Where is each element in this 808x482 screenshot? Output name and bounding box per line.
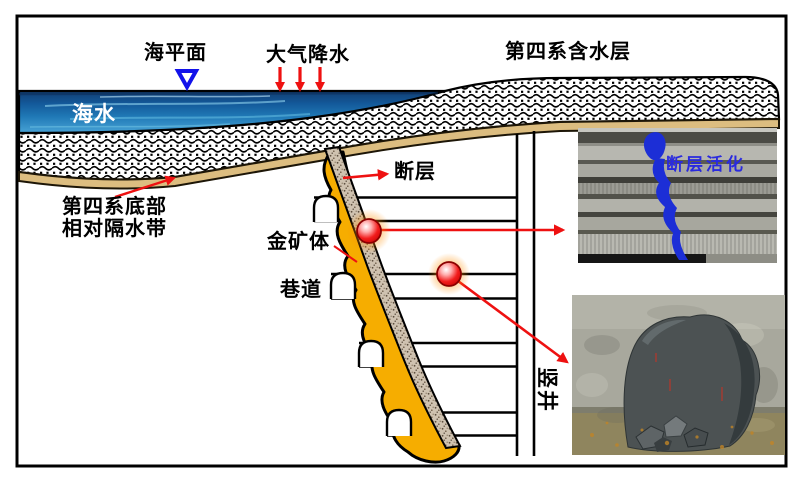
water-inrush-point — [356, 218, 382, 244]
shaft-label: 竖井 — [535, 367, 558, 413]
shaft-lines — [515, 131, 536, 456]
fault-activation-label: 断层活化 — [666, 155, 746, 174]
sea-level-marker-icon — [174, 69, 200, 92]
aquitard-label: 第四系底部 相对隔水带 — [62, 196, 167, 240]
sea-water-body — [17, 89, 446, 135]
tunnel-portal — [385, 408, 413, 436]
rain-arrows-icon — [275, 67, 325, 92]
tunnel-portals — [312, 194, 413, 436]
tunnel-portal — [357, 339, 385, 367]
ore-label-pointer — [333, 245, 358, 263]
callout-arrow-to-photo-inset — [457, 279, 569, 364]
tunnel-label: 巷道 — [280, 279, 322, 301]
gold-ore-body-label: 金矿体 — [267, 231, 330, 253]
inset-fault-activation-image: 断层活化 — [578, 128, 777, 263]
inset-water-inrush-photo — [572, 295, 785, 455]
inrush-rock-mass — [623, 314, 760, 452]
aquitard-label-line2: 相对隔水带 — [62, 218, 167, 240]
sea-water-label: 海水 — [72, 103, 116, 126]
quaternary-aquifer-label: 第四系含水层 — [505, 41, 631, 63]
aquitard-label-line1: 第四系底部 — [62, 196, 167, 218]
fault-label: 断层 — [394, 161, 436, 183]
tunnel-portal — [329, 271, 357, 299]
callout-arrows — [114, 169, 569, 364]
fault-activation-trace — [643, 132, 688, 260]
water-inrush-point — [436, 261, 462, 287]
precipitation-label: 大气降水 — [266, 44, 350, 66]
aquitard-label-arrow — [114, 175, 177, 199]
tunnel-portal — [312, 194, 340, 222]
fault-label-arrow — [342, 169, 390, 181]
sea-level-label: 海平面 — [144, 42, 207, 64]
water-inrush-points — [347, 209, 470, 295]
aquitard-band — [18, 117, 780, 190]
